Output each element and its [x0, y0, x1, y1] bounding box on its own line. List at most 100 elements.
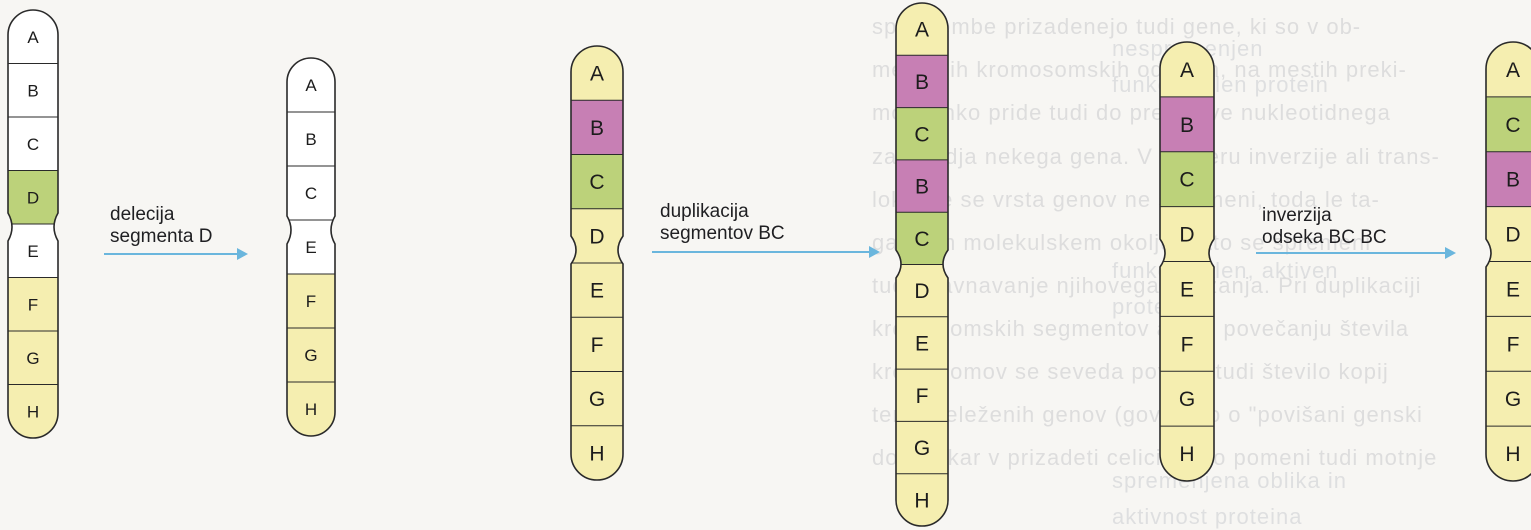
- band-c: [571, 154, 623, 210]
- band-label: C: [27, 135, 39, 154]
- chromosome-bands: [1160, 42, 1214, 481]
- ghost-line: gačnem molekulskem okolju, zato se sprem…: [872, 230, 1372, 255]
- band-label: C: [914, 123, 929, 146]
- band-label: E: [1180, 278, 1194, 301]
- band-label: E: [305, 238, 316, 257]
- band-b: [8, 63, 58, 118]
- band-label: E: [590, 280, 604, 303]
- band-label: C: [589, 171, 604, 194]
- ghost-line: menjenih kromosomskih odsekih, na mestih…: [872, 57, 1407, 82]
- band-label: B: [590, 117, 604, 140]
- ghost-side-line: spremenjena oblika in: [1112, 468, 1348, 493]
- band-label: H: [1505, 443, 1520, 466]
- band-h: [8, 384, 58, 438]
- band-label: F: [916, 385, 929, 408]
- band-b: [571, 100, 623, 155]
- chromosome-bands: [8, 10, 58, 438]
- band-label: B: [27, 81, 38, 100]
- band-label: D: [1179, 224, 1194, 247]
- band-h: [571, 425, 623, 480]
- chromosome-outline: [286, 57, 336, 437]
- band-c: [8, 117, 58, 171]
- duplication-label-line2: segmentov BC: [660, 223, 785, 244]
- band-label: E: [1506, 278, 1520, 301]
- band-label: A: [590, 63, 604, 86]
- ghost-line: spremembe prizadenejo tudi gene, ki so v…: [872, 14, 1362, 39]
- band-label: D: [914, 280, 929, 303]
- inversion-label-line1: inverzija: [1262, 205, 1332, 226]
- deletion-arrow: [104, 248, 248, 260]
- ghost-line: dozi"), kar v prizadeti celici lahko pom…: [872, 445, 1438, 470]
- deletion-label-line1: delecija: [110, 204, 175, 225]
- band-label: C: [305, 184, 317, 203]
- ghost-line: mov lahko pride tudi do prekinitve nukle…: [872, 100, 1391, 125]
- band-b: [287, 112, 335, 167]
- band-b: [1486, 151, 1531, 208]
- chromosome-bands: [287, 58, 335, 436]
- band-e: [571, 263, 623, 318]
- band-label: G: [1179, 388, 1195, 411]
- band-c: [1486, 96, 1531, 153]
- band-e: [1160, 261, 1214, 317]
- band-g: [1160, 371, 1214, 427]
- band-f: [1160, 316, 1214, 372]
- band-label: C: [914, 228, 929, 251]
- band-label: B: [915, 176, 929, 199]
- band-h: [896, 473, 948, 526]
- band-e: [896, 316, 948, 370]
- band-e: [287, 220, 335, 275]
- chromosome-outline: [895, 2, 949, 527]
- band-label: F: [591, 334, 604, 357]
- band-label: A: [27, 28, 39, 47]
- band-g: [896, 421, 948, 475]
- band-f: [1486, 316, 1531, 372]
- band-h: [287, 382, 335, 436]
- band-label: H: [305, 400, 317, 419]
- deletion-label-line2: segmenta D: [110, 226, 213, 247]
- ghost-line: zaporedja nekega gena. V primeru inverzi…: [872, 144, 1440, 169]
- ghost-line: tem udeleženih genov (govorimo o "poviša…: [872, 402, 1423, 427]
- ghost-side-line: funkcionalen, aktiven: [1112, 258, 1339, 283]
- band-label: D: [27, 188, 39, 207]
- band-label: F: [306, 292, 316, 311]
- band-d: [571, 208, 623, 264]
- band-label: A: [915, 19, 929, 42]
- band-b: [896, 159, 948, 213]
- band-d: [1486, 206, 1531, 262]
- band-label: G: [304, 346, 317, 365]
- band-label: H: [1179, 443, 1194, 466]
- band-e: [8, 224, 58, 278]
- band-label: H: [914, 489, 929, 512]
- band-label: G: [914, 437, 930, 460]
- ghost-line: kromosomskih segmentov ali pri povečanju…: [872, 316, 1410, 341]
- ghost-side-line: aktivnost proteina: [1112, 504, 1303, 529]
- ghost-line: lokacije se vrsta genov ne spremeni, tod…: [872, 187, 1380, 212]
- band-a: [8, 10, 58, 64]
- band-a: [571, 46, 623, 101]
- chromosome-bands: [571, 46, 623, 480]
- band-g: [287, 328, 335, 383]
- band-c: [287, 166, 335, 221]
- band-a: [896, 3, 948, 56]
- band-label: D: [589, 225, 604, 248]
- band-a: [287, 58, 335, 113]
- band-c: [896, 212, 948, 265]
- chromosome-outline: [570, 45, 624, 481]
- band-c: [896, 107, 948, 161]
- deletion-label: delecija segmenta D: [110, 204, 212, 248]
- band-label: F: [1181, 333, 1194, 356]
- band-g: [8, 331, 58, 385]
- band-g: [571, 371, 623, 427]
- band-d: [8, 170, 58, 225]
- band-d: [1160, 206, 1214, 262]
- band-label: H: [589, 442, 604, 465]
- ghost-line: tudi uravnavanje njihovega izražanja. Pr…: [872, 273, 1422, 298]
- chromosome-outline: [1485, 41, 1531, 482]
- chromosome-outline: [1159, 41, 1215, 482]
- band-f: [896, 369, 948, 422]
- inversion-label: inverzija odseka BC BC: [1262, 205, 1387, 249]
